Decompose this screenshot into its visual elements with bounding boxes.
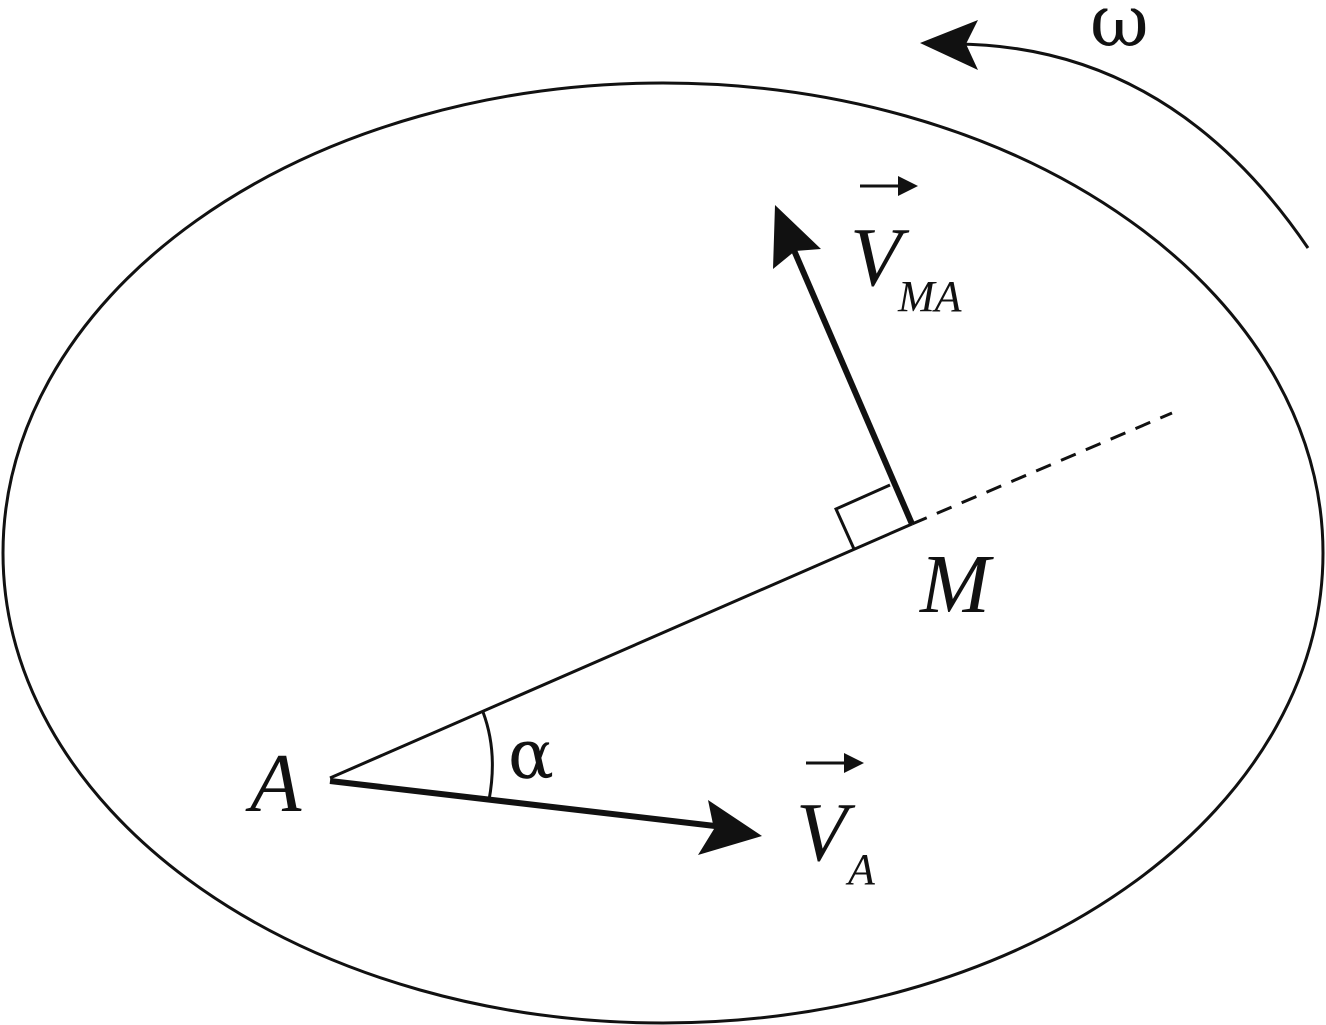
rotation-arc [954,42,1310,249]
va-overarrow-head [844,753,864,773]
va-letter: V [796,786,856,879]
vma-overarrow-head [898,176,918,196]
alpha-label: α [508,716,554,795]
right-angle-marker [834,483,891,550]
vector-vma-label: V MA [850,176,963,321]
point-m-label: M [919,538,994,631]
omega-label: ω [1090,0,1149,63]
vector-vma-shaft [790,246,915,526]
point-a-label: A [245,737,302,830]
line-am-extension [911,411,1173,526]
rigid-body-outline [1,81,1325,1025]
vector-va-label: V A [796,753,876,894]
angle-alpha-arc [481,711,494,801]
line-am [329,522,913,780]
vma-letter: V [850,211,910,304]
vma-subscript: MA [897,272,963,321]
vector-va-shaft [329,778,716,829]
rotation-arrowhead [920,20,978,70]
vector-va-arrowhead [698,800,762,855]
va-subscript: A [845,845,876,894]
vector-vma-arrowhead [773,205,821,269]
